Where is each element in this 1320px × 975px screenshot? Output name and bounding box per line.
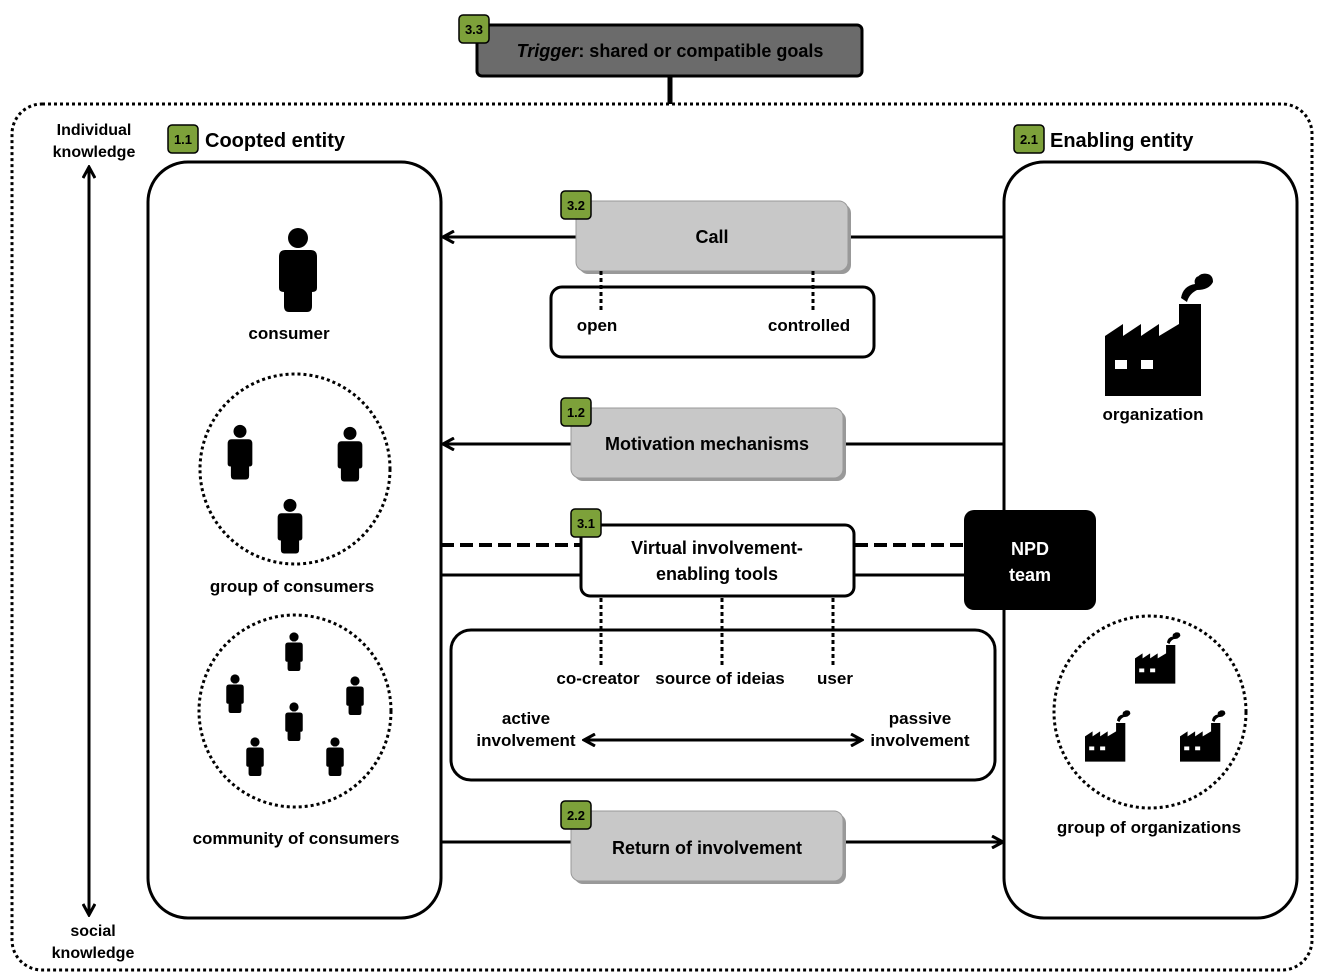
return-box <box>570 810 844 882</box>
badge-3-2 <box>560 190 592 220</box>
axis-top-line2: knowledge <box>53 144 136 161</box>
npd-line2: team <box>1009 565 1051 585</box>
return-label: Return of involvement <box>612 838 802 858</box>
role-label-bg <box>550 665 860 685</box>
community-of-consumers-label: community of consumers <box>193 829 400 848</box>
organization-label: organization <box>1102 405 1203 424</box>
active-involvement-line1: active <box>502 709 550 728</box>
call-box <box>575 200 849 272</box>
passive-involvement-line1: passive <box>889 709 951 728</box>
call-controlled-label: controlled <box>768 316 850 335</box>
badge-1-2 <box>560 397 592 427</box>
active-involvement-line2: involvement <box>476 731 576 750</box>
group-of-organizations-label: group of organizations <box>1057 818 1241 837</box>
trigger-box <box>475 23 864 78</box>
call-label: Call <box>695 227 728 247</box>
badge-2-1-text: 2.1 <box>1020 132 1038 147</box>
outer-boundary <box>10 102 1314 972</box>
consumer-label: consumer <box>248 324 330 343</box>
npd-team-box <box>964 510 1096 610</box>
badge-1-1 <box>167 124 199 154</box>
motivation-label: Motivation mechanisms <box>605 434 809 454</box>
tools-label-line1: Virtual involvement- <box>631 538 803 558</box>
badge-3-2-text: 3.2 <box>567 198 585 213</box>
badge-1-1-text: 1.1 <box>174 132 192 147</box>
enabling-entity-title: Enabling entity <box>1050 130 1194 152</box>
badge-1-2-text: 1.2 <box>567 405 585 420</box>
badge-2-2-text: 2.2 <box>567 808 585 823</box>
motivation-box <box>570 407 844 479</box>
tools-box <box>579 523 856 598</box>
badge-3-1 <box>570 508 602 538</box>
coopted-entity-title: Coopted entity <box>205 130 346 152</box>
passive-involvement-line2: involvement <box>870 731 970 750</box>
group-of-organizations-circle <box>1052 614 1248 810</box>
axis-bottom-line2: knowledge <box>52 945 135 962</box>
role-user: user <box>817 669 853 688</box>
call-types-box <box>549 285 876 359</box>
axis-bottom-line1: social <box>70 923 115 940</box>
npd-line1: NPD <box>1011 539 1049 559</box>
trigger-text: Trigger: shared or compatible goals <box>517 41 824 61</box>
role-co-creator: co-creator <box>556 669 640 688</box>
badge-3-3-text: 3.3 <box>465 22 483 37</box>
group-of-consumers-label: group of consumers <box>210 577 374 596</box>
tools-label-line2: enabling tools <box>656 564 778 584</box>
call-open-label: open <box>577 316 618 335</box>
community-of-consumers-circle <box>197 613 393 809</box>
axis-top-line1: Individual <box>57 122 132 139</box>
group-of-consumers-circle <box>198 372 392 566</box>
badge-3-3 <box>458 14 490 44</box>
badge-2-2 <box>560 800 592 830</box>
role-source-of-ideias: source of ideias <box>655 669 784 688</box>
badge-2-1 <box>1013 124 1045 154</box>
badge-3-1-text: 3.1 <box>577 516 595 531</box>
involvement-box <box>449 628 997 782</box>
